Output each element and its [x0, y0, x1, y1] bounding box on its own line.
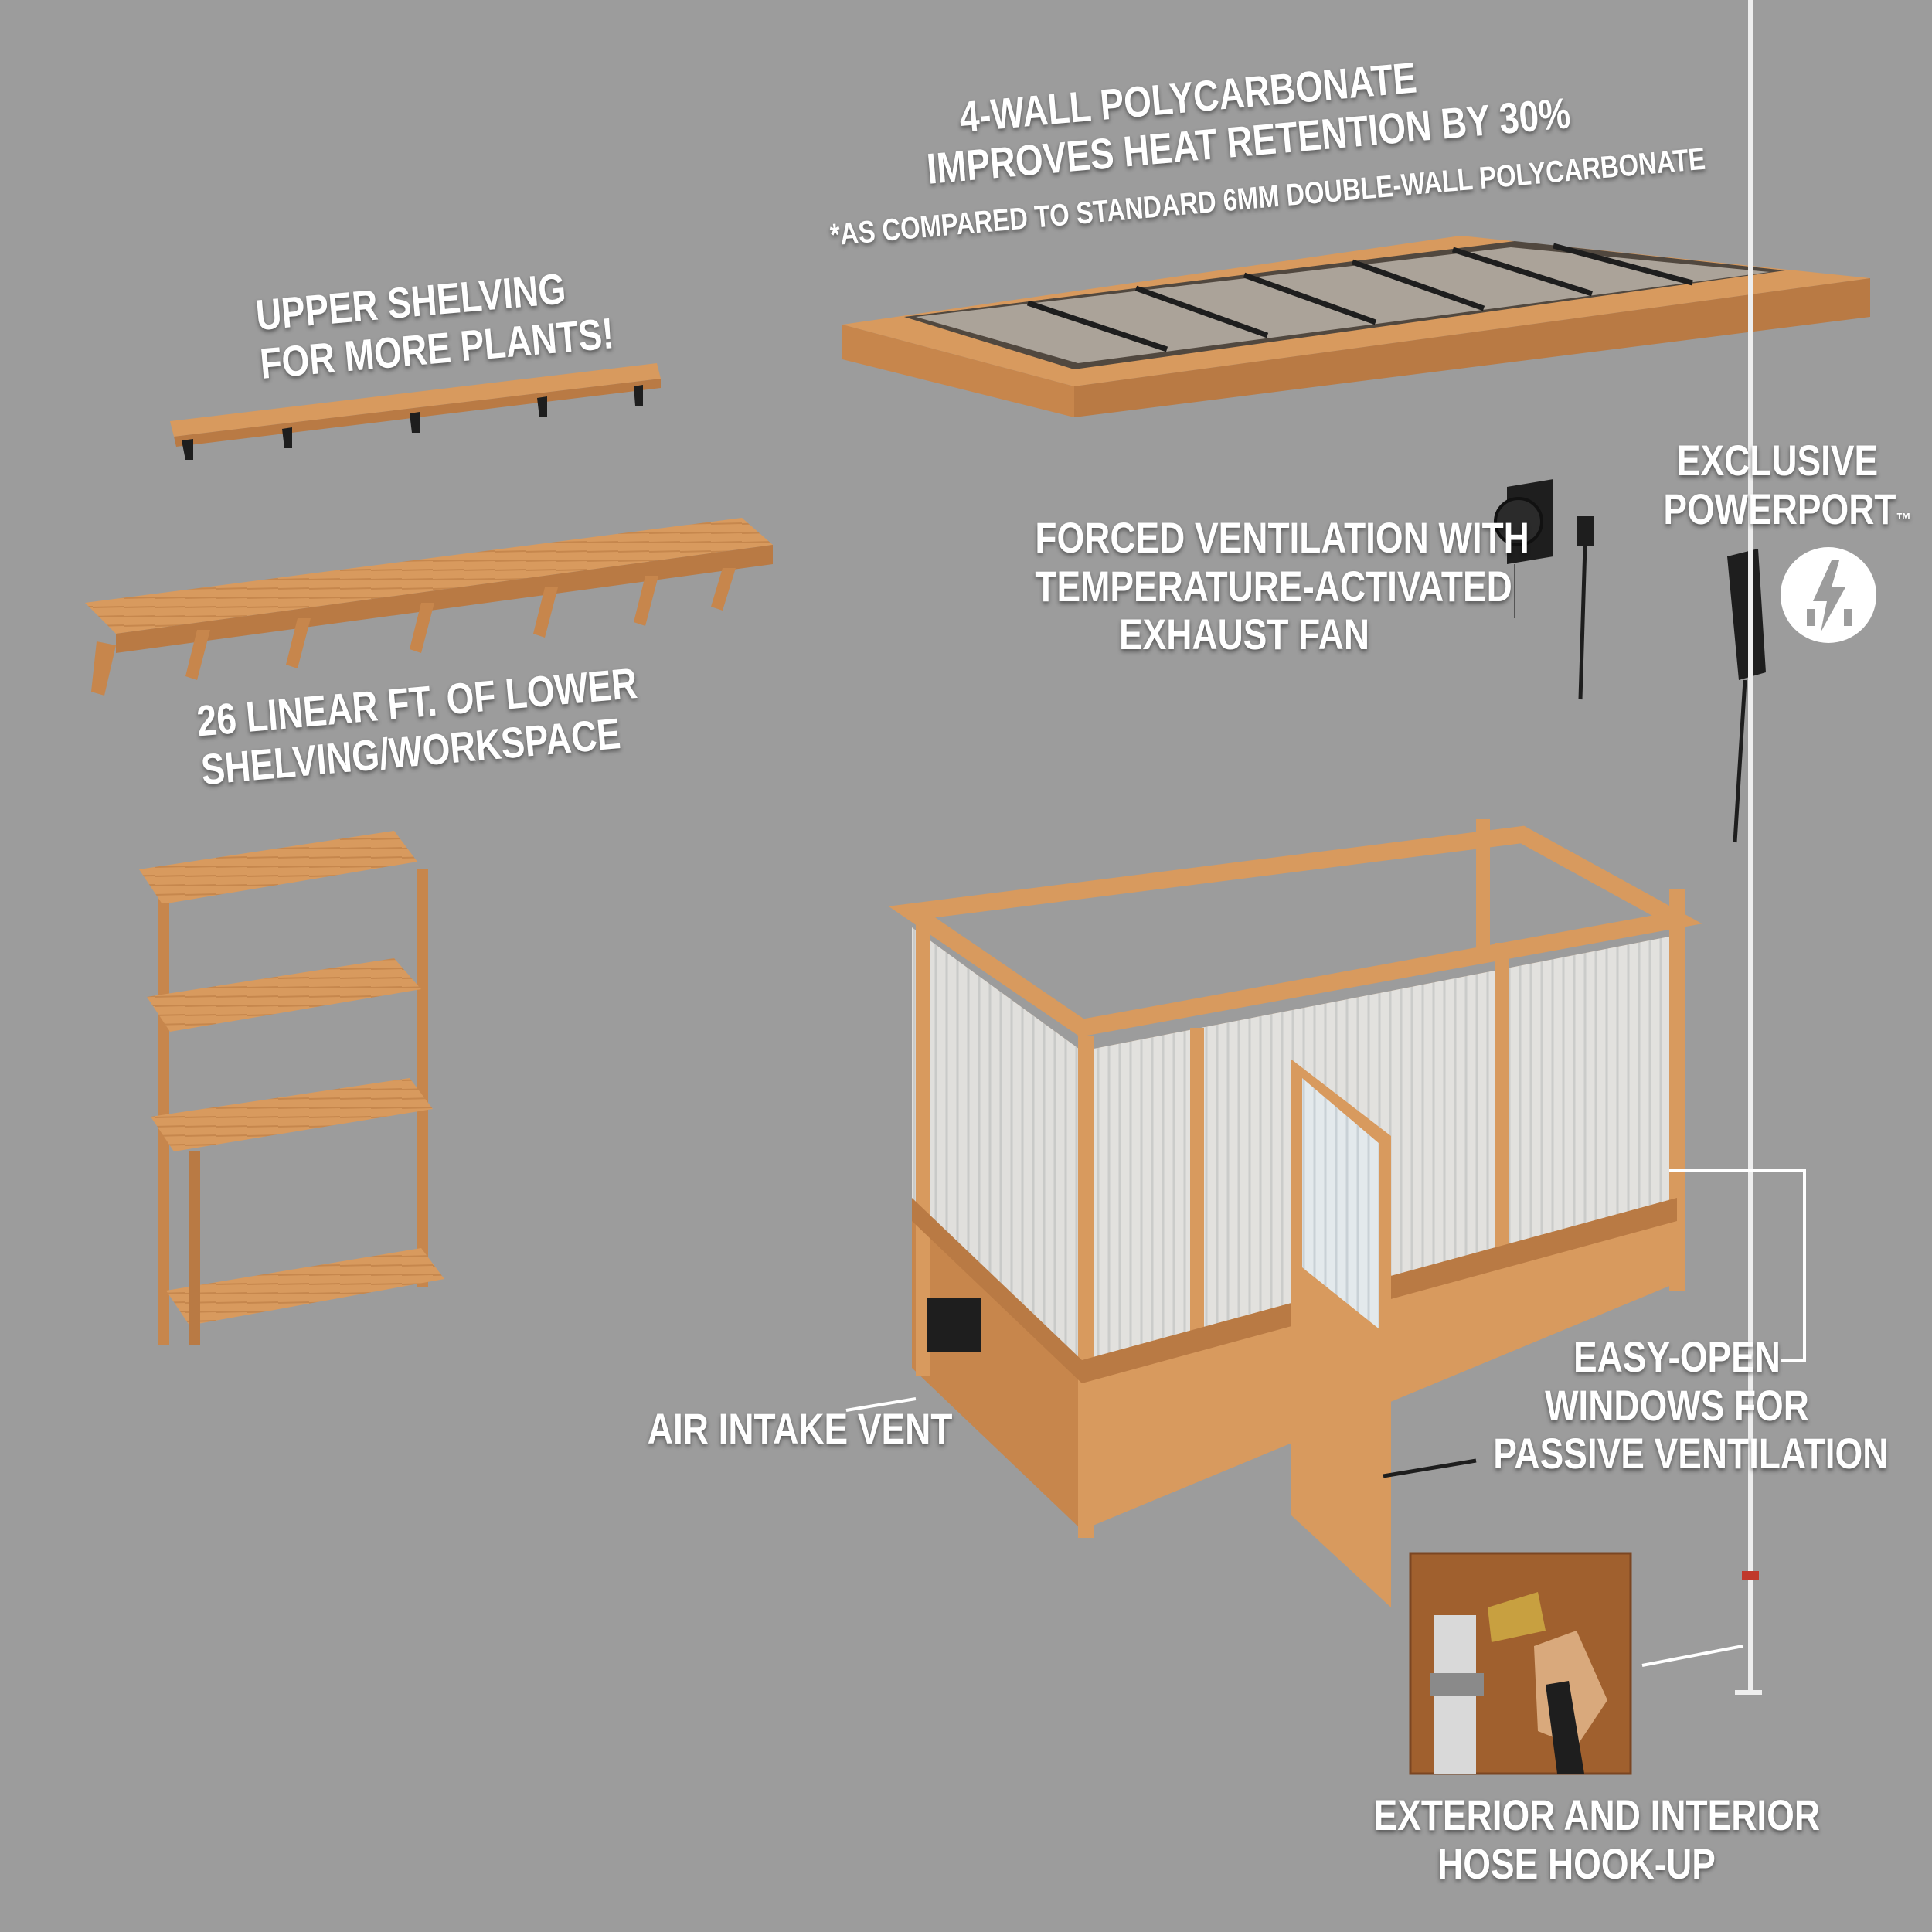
callout-leader-lines — [845, 1169, 1806, 1667]
windows-callout: EASY-OPEN WINDOWS FOR PASSIVE VENTILATIO… — [1493, 1332, 1889, 1478]
air-intake-label: AIR INTAKE VENT — [647, 1404, 953, 1453]
ventilation-line1: FORCED VENTILATION WITH — [1035, 513, 1529, 562]
powerport-line2: POWERPORT™ — [1663, 485, 1911, 534]
hose-callout: EXTERIOR AND INTERIOR HOSE HOOK-UP — [1373, 1791, 1821, 1888]
windows-line3: PASSIVE VENTILATION — [1493, 1429, 1889, 1478]
air-intake-callout: AIR INTAKE VENT — [647, 1404, 953, 1454]
hose-bracket-icon — [1735, 0, 1762, 1695]
trademark-symbol: ™ — [1896, 509, 1912, 531]
roof-panel — [842, 236, 1870, 417]
hose-hookup-photo — [1409, 1552, 1632, 1775]
ventilation-line3: EXHAUST FAN — [1118, 610, 1370, 659]
greenhouse-body — [888, 819, 1702, 1607]
air-intake-vent-icon — [927, 1298, 981, 1352]
exhaust-fan-icon — [1494, 479, 1553, 618]
ventilation-callout: FORCED VENTILATION WITH TEMPERATURE-ACTI… — [1035, 513, 1529, 659]
powerport-callout: EXCLUSIVE POWERPORT™ — [1663, 436, 1911, 534]
windows-line1: EASY-OPEN — [1573, 1332, 1781, 1381]
tall-shelf-unit — [139, 831, 444, 1345]
sensor-probe-icon — [1577, 516, 1594, 700]
powerport-name: POWERPORT — [1663, 484, 1896, 533]
upper-shelf — [170, 363, 661, 460]
ventilation-line2: TEMPERATURE-ACTIVATED — [1035, 561, 1512, 611]
powerport-device — [1727, 549, 1766, 843]
hose-line2: HOSE HOOK-UP — [1437, 1838, 1716, 1888]
hose-line1: EXTERIOR AND INTERIOR — [1373, 1791, 1821, 1839]
powerport-icon — [1781, 547, 1876, 643]
lower-shelf — [85, 518, 773, 696]
windows-line2: WINDOWS FOR — [1545, 1380, 1809, 1430]
powerport-line1: EXCLUSIVE — [1676, 436, 1879, 485]
